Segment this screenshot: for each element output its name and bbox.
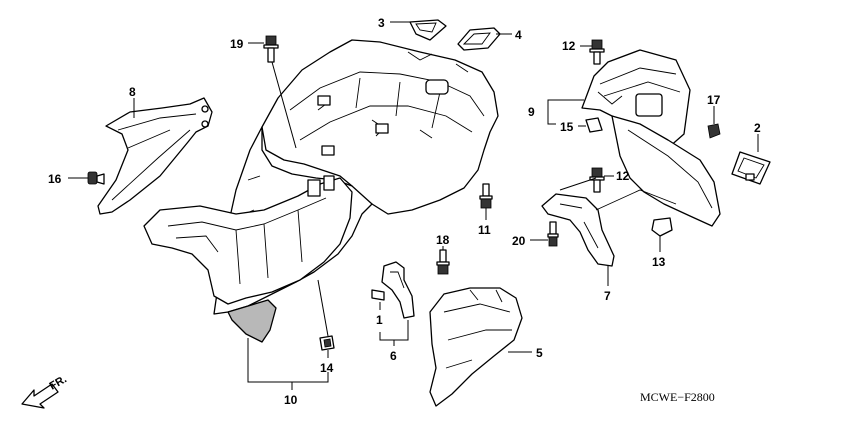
reflector-2[interactable] xyxy=(731,151,771,185)
leader-lines xyxy=(68,21,759,390)
stay-6[interactable] xyxy=(381,261,415,319)
callout-11: 11 xyxy=(478,223,491,237)
bracket-7[interactable] xyxy=(541,115,721,267)
clip-1[interactable] xyxy=(371,289,385,301)
callout-13: 13 xyxy=(652,255,666,269)
grommet-4[interactable] xyxy=(457,27,501,51)
grommet-13[interactable] xyxy=(651,217,673,237)
callout-10: 10 xyxy=(284,393,298,407)
bracket-8[interactable] xyxy=(97,97,213,215)
callout-1: 1 xyxy=(376,313,383,327)
callout-17: 17 xyxy=(707,93,721,107)
diagram-code: MCWE−F2800 xyxy=(640,390,715,404)
callout-labels: 1 2 3 4 5 6 7 8 9 10 11 12 12 13 14 15 1… xyxy=(48,16,761,407)
callout-8: 8 xyxy=(129,85,136,99)
front-direction-label: FR. xyxy=(48,373,69,392)
callout-15: 15 xyxy=(560,120,574,134)
callout-12-lower: 12 xyxy=(616,169,630,183)
callout-3: 3 xyxy=(378,16,385,30)
callout-19: 19 xyxy=(230,37,244,51)
callout-20: 20 xyxy=(512,234,526,248)
clip-16[interactable] xyxy=(87,171,105,185)
bolt-20[interactable] xyxy=(547,221,559,247)
bolt-12-upper[interactable] xyxy=(589,39,605,65)
callout-12-upper: 12 xyxy=(562,39,576,53)
nut-14[interactable] xyxy=(319,335,335,351)
bolt-18[interactable] xyxy=(436,249,450,275)
callout-9: 9 xyxy=(528,105,535,119)
callout-5: 5 xyxy=(536,346,543,360)
callout-2: 2 xyxy=(754,121,761,135)
bracket-9[interactable] xyxy=(581,49,691,149)
bolt-11[interactable] xyxy=(479,183,493,209)
bolt-12-lower[interactable] xyxy=(589,167,605,193)
nut-17[interactable] xyxy=(707,123,721,139)
rear-fender-main[interactable] xyxy=(143,39,499,343)
callout-14: 14 xyxy=(320,361,334,375)
cover-5[interactable] xyxy=(429,287,523,407)
bolt-19[interactable] xyxy=(263,35,279,63)
callout-16: 16 xyxy=(48,172,62,186)
front-direction-arrow: FR. xyxy=(21,373,69,409)
callout-6: 6 xyxy=(390,349,397,363)
callout-18: 18 xyxy=(436,233,450,247)
clip-15[interactable] xyxy=(585,117,603,133)
callout-7: 7 xyxy=(604,289,611,303)
callout-4: 4 xyxy=(515,28,522,42)
grommet-3[interactable] xyxy=(409,19,447,41)
